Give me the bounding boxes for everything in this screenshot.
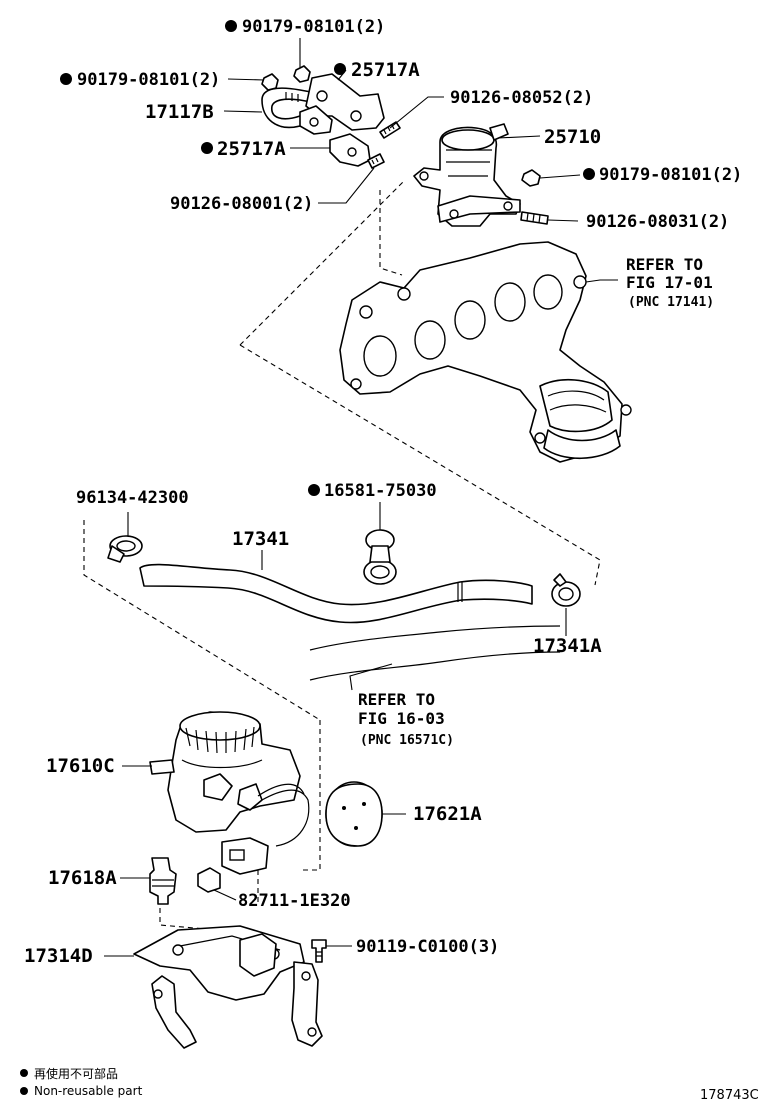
label-bracket-pump: 17314D bbox=[24, 945, 93, 967]
legend-bullet-jp bbox=[20, 1069, 28, 1077]
label-bracket-lower: 25717A bbox=[217, 138, 286, 160]
refer-manifold-line2: FIG 17-01 bbox=[626, 273, 713, 292]
clamp-17341a bbox=[551, 573, 581, 607]
part-labels: 90179-08101(2) 90179-08101(2) 25717A 171… bbox=[24, 17, 742, 967]
legend-bullet-en bbox=[20, 1087, 28, 1095]
bolt-90119-c0100 bbox=[311, 939, 327, 963]
air-pump-17610c bbox=[149, 711, 310, 875]
label-connector: 82711-1E320 bbox=[238, 891, 351, 911]
hose-17341 bbox=[139, 563, 533, 624]
label-clamp-mid: 16581-75030 bbox=[324, 481, 437, 501]
valve-25710 bbox=[413, 123, 521, 227]
studs bbox=[367, 121, 549, 225]
label-pipe: 17117B bbox=[145, 101, 214, 123]
label-nut-left: 90179-08101(2) bbox=[77, 70, 220, 90]
connector-82711-1e320 bbox=[197, 867, 221, 893]
clamp-96134-42300 bbox=[107, 535, 143, 563]
refer-hose-pnc: (PNC 16571C) bbox=[360, 733, 454, 748]
label-clamp-left: 96134-42300 bbox=[76, 488, 189, 508]
legend-text-jp: 再使用不可部品 bbox=[34, 1066, 118, 1081]
label-hose: 17341 bbox=[232, 528, 289, 550]
label-clamp-right: 17341A bbox=[533, 635, 602, 657]
refer-manifold-line1: REFER TO bbox=[626, 255, 703, 274]
refer-manifold: REFER TO FIG 17-01 (PNC 17141) bbox=[626, 255, 714, 310]
cushion-17618a bbox=[149, 857, 177, 905]
legend-text-en: Non-reusable part bbox=[34, 1084, 143, 1098]
label-nut-upper: 90179-08101(2) bbox=[242, 17, 385, 37]
label-stud-upper: 90126-08052(2) bbox=[450, 88, 593, 108]
label-stud-right: 90126-08031(2) bbox=[586, 212, 729, 232]
label-filter: 17621A bbox=[413, 803, 482, 825]
clamp-16581-75030 bbox=[363, 529, 397, 585]
refer-manifold-pnc: (PNC 17141) bbox=[628, 295, 714, 310]
label-bracket-upper: 25717A bbox=[351, 59, 420, 81]
nuts-small bbox=[261, 65, 541, 187]
refer-hose-line1: REFER TO bbox=[358, 690, 435, 709]
filter-17621a bbox=[325, 781, 383, 847]
label-cushion: 17618A bbox=[48, 867, 117, 889]
label-stud-lower: 90126-08001(2) bbox=[170, 194, 313, 214]
legend: 再使用不可部品 Non-reusable part bbox=[20, 1066, 143, 1098]
leader-lines bbox=[104, 38, 618, 957]
exhaust-manifold bbox=[339, 241, 632, 463]
label-bolt: 90119-C0100(3) bbox=[356, 937, 499, 957]
bracket-17314d bbox=[133, 925, 323, 1049]
refer-hose: REFER TO FIG 16-03 (PNC 16571C) bbox=[358, 690, 454, 748]
refer-hose-line2: FIG 16-03 bbox=[358, 709, 445, 728]
bracket-lower-25717a bbox=[329, 133, 371, 167]
label-nut-right: 90179-08101(2) bbox=[599, 165, 742, 185]
assembly-dashed-lines bbox=[83, 179, 601, 933]
hose-reference-lines bbox=[309, 625, 561, 681]
bracket-upper-25717a bbox=[299, 73, 385, 135]
non-reusable-markers bbox=[60, 20, 595, 496]
diagram-code: 178743C bbox=[700, 1088, 759, 1103]
label-valve: 25710 bbox=[544, 126, 601, 148]
label-pump: 17610C bbox=[46, 755, 115, 777]
